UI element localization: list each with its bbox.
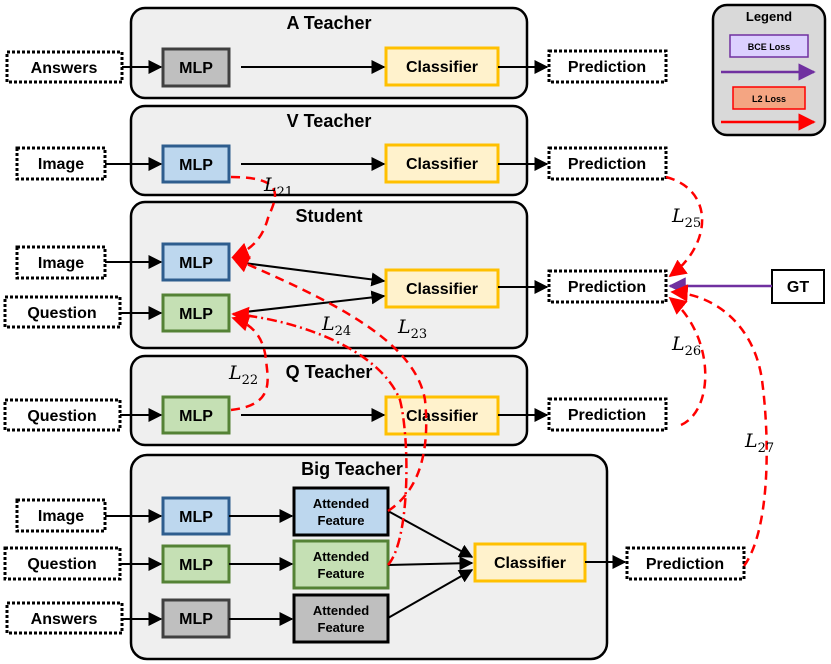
q-teacher-classifier-label: Classifier	[406, 408, 478, 425]
l25-arrow	[665, 175, 704, 278]
attended-feature-image-line2: Feature	[318, 513, 365, 528]
big-teacher-image-mlp	[161, 496, 231, 536]
student-title: Student	[296, 206, 363, 226]
student-question-input	[3, 295, 122, 329]
q-teacher-question-label: Question	[27, 408, 96, 425]
student-question-label: Question	[27, 305, 96, 322]
student-classifier-label: Classifier	[406, 281, 478, 298]
l24-arrow	[231, 306, 408, 566]
a-teacher-answers-input	[5, 50, 124, 84]
student-image-input	[15, 245, 107, 280]
l21-arrow	[230, 175, 277, 260]
l21-label: L21	[263, 174, 293, 200]
v-teacher-title: V Teacher	[287, 111, 372, 131]
v-teacher-image-input	[15, 146, 107, 181]
l24-label: L24	[321, 313, 351, 339]
v-teacher-mlp-label: MLP	[179, 157, 213, 174]
gt-box	[771, 269, 825, 304]
student-prediction-label: Prediction	[568, 279, 646, 296]
big-teacher-image-mlp-label: MLP	[179, 509, 213, 526]
v-teacher-mlp	[161, 144, 231, 184]
q-teacher-prediction-label: Prediction	[568, 407, 646, 424]
l26-label: L26	[671, 333, 701, 359]
l23-arrow	[231, 256, 428, 513]
big-teacher-classifier	[473, 542, 587, 583]
legend-l2-label: L2 Loss	[752, 94, 786, 104]
a-teacher-title: A Teacher	[286, 13, 371, 33]
student-image-label: Image	[38, 255, 84, 272]
l25-label: L25	[671, 205, 701, 231]
a-teacher-mlp	[161, 47, 231, 88]
q-teacher-mlp	[161, 395, 231, 435]
a-teacher-answers-label: Answers	[31, 60, 98, 77]
student-image-mlp	[161, 242, 231, 282]
big-teacher-answers-label: Answers	[31, 611, 98, 628]
big-teacher-classifier-label: Classifier	[494, 555, 566, 572]
a-teacher-mlp-label: MLP	[179, 60, 213, 77]
student-question-mlp	[161, 293, 231, 333]
v-teacher-prediction-label: Prediction	[568, 156, 646, 173]
legend-l2-box	[732, 86, 806, 110]
attended-feature-answers-line1: Attended	[313, 603, 369, 618]
big-teacher-image-input	[15, 498, 107, 533]
v-teacher-image-label: Image	[38, 156, 84, 173]
big-teacher-image-label: Image	[38, 508, 84, 525]
big-teacher-answers-input	[5, 601, 124, 635]
v-teacher-prediction	[547, 146, 668, 181]
l27-arrow	[670, 284, 768, 567]
student-classifier	[384, 268, 500, 309]
student-question-mlp-label: MLP	[179, 306, 213, 323]
attended-feature-question-line2: Feature	[318, 566, 365, 581]
legend-bce-box	[729, 34, 809, 58]
big-teacher-question-mlp-label: MLP	[179, 557, 213, 574]
legend: Legend BCE Loss L2 Loss	[711, 3, 827, 137]
l22-label: L22	[228, 362, 258, 388]
a-teacher-classifier-label: Classifier	[406, 59, 478, 76]
attended-feature-image-line1: Attended	[313, 496, 369, 511]
q-teacher-title: Q Teacher	[286, 362, 373, 382]
q-teacher-mlp-label: MLP	[179, 408, 213, 425]
l23-label: L23	[397, 316, 427, 342]
a-teacher-classifier	[384, 46, 500, 87]
l22-arrow	[230, 314, 269, 412]
l26-arrow	[668, 296, 707, 427]
big-teacher-prediction	[625, 546, 746, 581]
attended-feature-answers	[292, 593, 390, 644]
gt-label: GT	[787, 279, 809, 296]
v-teacher-classifier	[384, 143, 500, 184]
big-teacher-answers-mlp-label: MLP	[179, 611, 213, 628]
attended-feature-image	[292, 486, 390, 537]
big-teacher-title: Big Teacher	[301, 459, 403, 479]
big-teacher-prediction-label: Prediction	[646, 556, 724, 573]
q-teacher-prediction	[547, 397, 668, 432]
legend-title: Legend	[746, 9, 792, 24]
q-teacher-question-input	[3, 398, 122, 432]
student-image-mlp-label: MLP	[179, 255, 213, 272]
student-prediction	[547, 269, 668, 304]
flow-arrows	[105, 60, 627, 626]
attended-feature-question-line1: Attended	[313, 549, 369, 564]
a-teacher-prediction-label: Prediction	[568, 59, 646, 76]
legend-bce-label: BCE Loss	[748, 42, 791, 52]
l27-label: L27	[744, 430, 774, 456]
a-teacher-prediction	[547, 49, 668, 84]
big-teacher-question-label: Question	[27, 556, 96, 573]
big-teacher-question-mlp	[161, 544, 231, 584]
attended-feature-answers-line2: Feature	[318, 620, 365, 635]
v-teacher-classifier-label: Classifier	[406, 156, 478, 173]
